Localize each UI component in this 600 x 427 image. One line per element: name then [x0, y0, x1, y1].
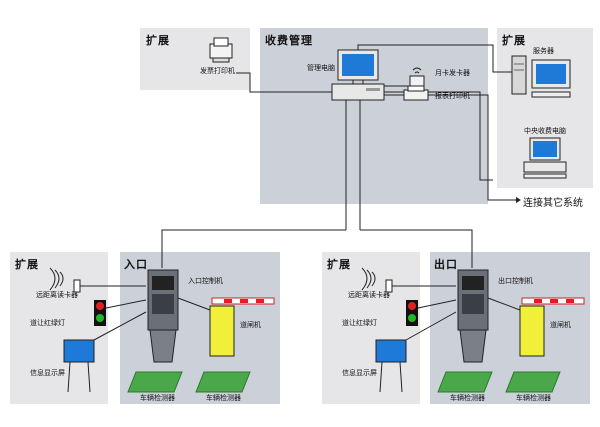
entrance-detector1-label: 车辆检测器 [140, 394, 175, 402]
line-entrance-display [93, 311, 147, 341]
bl-display-label: 信息显示屏 [30, 369, 65, 377]
exit-gate-label: 道闸机 [550, 321, 571, 329]
server-label: 服务器 [533, 47, 554, 55]
line-connect-other [384, 94, 502, 201]
entrance-detector1-icon [127, 371, 183, 393]
card-issuer-label: 月卡发卡器 [435, 69, 470, 77]
line-exit-display [405, 311, 457, 341]
entrance-controller-label: 入口控制机 [188, 277, 223, 285]
exit-title: 出口 [434, 258, 458, 271]
connect-other-label: 连接其它系统 [523, 198, 583, 209]
line-invoice-printer [236, 72, 332, 93]
server-icon [511, 55, 571, 98]
bm-traffic-light-icon [406, 300, 418, 326]
line-central-pc [384, 91, 493, 181]
panel-top-left-ext [140, 28, 250, 90]
top-left-ext-title: 扩展 [146, 34, 170, 47]
entrance-controller-icon [147, 269, 179, 363]
line-entrance-gate [177, 297, 211, 311]
invoice-printer-label: 发票打印机 [200, 67, 235, 75]
bl-light-label: 道让红绿灯 [30, 319, 65, 327]
bottom-left-ext-title: 扩展 [15, 258, 39, 271]
invoice-printer-icon [209, 37, 233, 63]
bm-reader-icon [361, 267, 393, 293]
entrance-detector2-icon [195, 371, 251, 393]
line-to-exit [360, 229, 473, 268]
entrance-gate-icon [209, 297, 275, 357]
exit-detector1-label: 车辆检测器 [450, 394, 485, 402]
management-computer-label: 管理电脑 [307, 64, 335, 72]
bl-reader-label: 远距离读卡器 [36, 291, 78, 299]
report-printer-icon [403, 85, 429, 101]
bottom-mid-ext-title: 扩展 [327, 258, 351, 271]
arrow-icon [493, 197, 521, 203]
bm-reader-label: 远距离读卡器 [348, 291, 390, 299]
bl-display-icon [63, 339, 95, 393]
connection-lines [80, 44, 521, 341]
top-right-ext-title: 扩展 [502, 34, 526, 47]
panel-top-right-ext [497, 28, 593, 188]
central-pc-label: 中央收费电脑 [524, 127, 566, 135]
line-exit-gate [487, 297, 521, 311]
entrance-detector2-label: 车辆检测器 [206, 394, 241, 402]
line-exit-light [417, 299, 457, 309]
exit-gate-icon [519, 297, 585, 357]
bl-reader-icon [49, 267, 81, 293]
exit-controller-label: 出口控制机 [498, 277, 533, 285]
line-entrance-light [105, 299, 147, 309]
exit-detector2-label: 车辆检测器 [516, 394, 551, 402]
line-to-entrance [161, 229, 346, 268]
central-pc-icon [523, 137, 567, 179]
bm-display-icon [375, 339, 407, 393]
entrance-gate-label: 道闸机 [240, 321, 261, 329]
exit-detector2-icon [505, 371, 561, 393]
card-issuer-icon [409, 67, 425, 87]
exit-controller-icon [457, 269, 489, 363]
management-computer-icon [331, 49, 385, 101]
report-printer-label: 报表打印机 [435, 92, 470, 100]
bl-traffic-light-icon [94, 300, 106, 326]
exit-detector1-icon [437, 371, 493, 393]
central-title: 收费管理 [265, 34, 313, 47]
bm-display-label: 信息显示屏 [342, 369, 377, 377]
entrance-title: 入口 [124, 258, 148, 271]
bm-light-label: 道让红绿灯 [342, 319, 377, 327]
